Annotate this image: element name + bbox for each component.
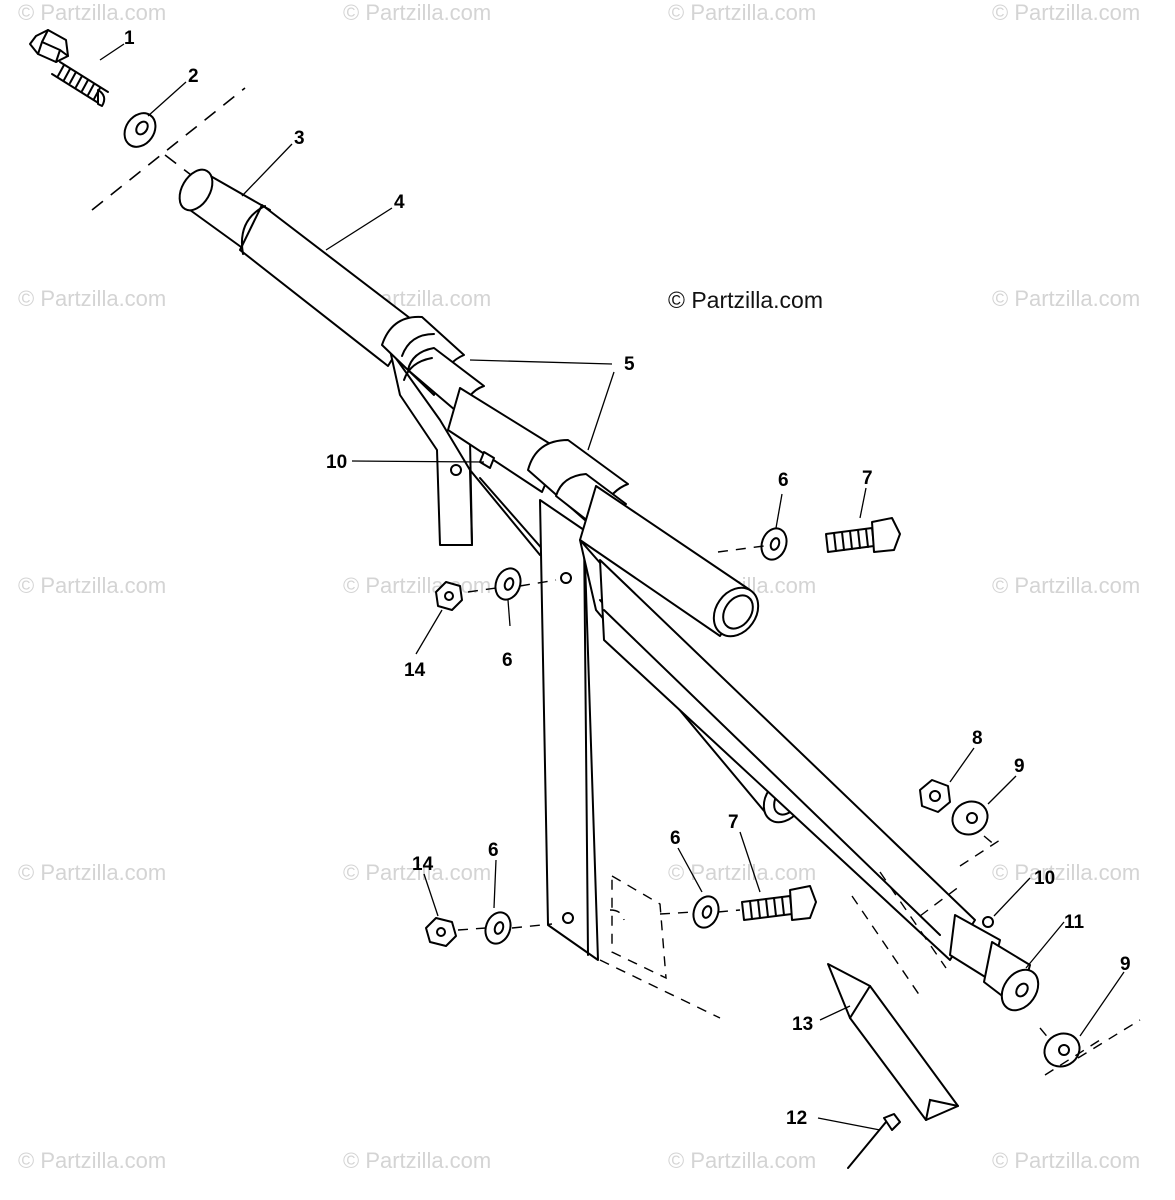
watermark: © Partzilla.com — [992, 860, 1140, 885]
watermark: © Partzilla.com — [343, 860, 491, 885]
callout-7: 7 — [728, 812, 739, 833]
assembly-line — [457, 923, 553, 931]
watermark: © Partzilla.com — [992, 0, 1140, 25]
watermark: © Partzilla.com — [668, 1148, 816, 1173]
nut-part-14 — [425, 581, 463, 947]
callout-labels: 1 2 3 4 5 6 6 6 6 7 7 8 9 9 10 10 11 12 … — [124, 28, 1131, 1129]
washer-part-6 — [484, 527, 788, 945]
watermark: © Partzilla.com — [992, 1148, 1140, 1173]
watermark-layer: © Partzilla.com © Partzilla.com © Partzi… — [18, 0, 1140, 1173]
watermark: © Partzilla.com — [18, 0, 166, 25]
callout-8: 8 — [972, 728, 983, 749]
slide-guide-part-13 — [827, 963, 959, 1121]
callout-14: 14 — [412, 854, 434, 875]
assembly-line — [919, 835, 997, 917]
assembly-line — [1039, 1019, 1141, 1076]
callout-1: 1 — [124, 28, 135, 49]
callout-6: 6 — [670, 828, 681, 849]
rivet-part-12 — [847, 1113, 901, 1169]
washer-part-9 — [951, 800, 1081, 1068]
washer-part-2 — [123, 112, 157, 148]
callout-9: 9 — [1014, 756, 1025, 777]
copyright-label: © Partzilla.com — [668, 287, 823, 313]
watermark: © Partzilla.com — [992, 573, 1140, 598]
assembly-line — [467, 579, 557, 593]
callout-14: 14 — [404, 660, 426, 681]
slide-guide-outline — [851, 839, 1001, 997]
nut-part-8 — [919, 779, 951, 813]
pivot-shaft — [178, 168, 416, 367]
watermark: © Partzilla.com — [992, 286, 1140, 311]
assembly-line — [659, 909, 741, 915]
bolt-part-7 — [741, 517, 901, 921]
callout-2: 2 — [188, 66, 199, 87]
watermark: © Partzilla.com — [18, 286, 166, 311]
callout-10: 10 — [326, 452, 347, 473]
mount-plate-outline — [599, 909, 721, 1019]
watermark: © Partzilla.com — [343, 573, 491, 598]
callout-6: 6 — [778, 470, 789, 491]
callout-6: 6 — [488, 840, 499, 861]
assembly-line — [717, 545, 765, 553]
grease-fitting-part-10 — [450, 451, 495, 476]
callout-4: 4 — [394, 192, 405, 213]
callout-13: 13 — [792, 1014, 813, 1035]
watermark: © Partzilla.com — [668, 860, 816, 885]
callout-9: 9 — [1120, 954, 1131, 975]
watermark: © Partzilla.com — [18, 573, 166, 598]
callout-6: 6 — [502, 650, 513, 671]
callout-5: 5 — [624, 354, 635, 375]
watermark: © Partzilla.com — [18, 1148, 166, 1173]
callout-7: 7 — [862, 468, 873, 489]
watermark: © Partzilla.com — [343, 0, 491, 25]
mount-plate-outline — [611, 874, 667, 980]
watermark: © Partzilla.com — [18, 860, 166, 885]
callout-10: 10 — [1034, 868, 1055, 889]
watermark: © Partzilla.com — [343, 1148, 491, 1173]
hex-bolt-part-1 — [29, 29, 109, 107]
shaft-centerline — [91, 87, 246, 211]
upper-tube — [579, 485, 760, 638]
callout-11: 11 — [1064, 912, 1085, 933]
callout-12: 12 — [786, 1108, 807, 1129]
watermark: © Partzilla.com — [668, 0, 816, 25]
lower-rail — [599, 559, 1040, 1012]
callout-3: 3 — [294, 128, 305, 149]
leader-lines — [99, 43, 1125, 1131]
